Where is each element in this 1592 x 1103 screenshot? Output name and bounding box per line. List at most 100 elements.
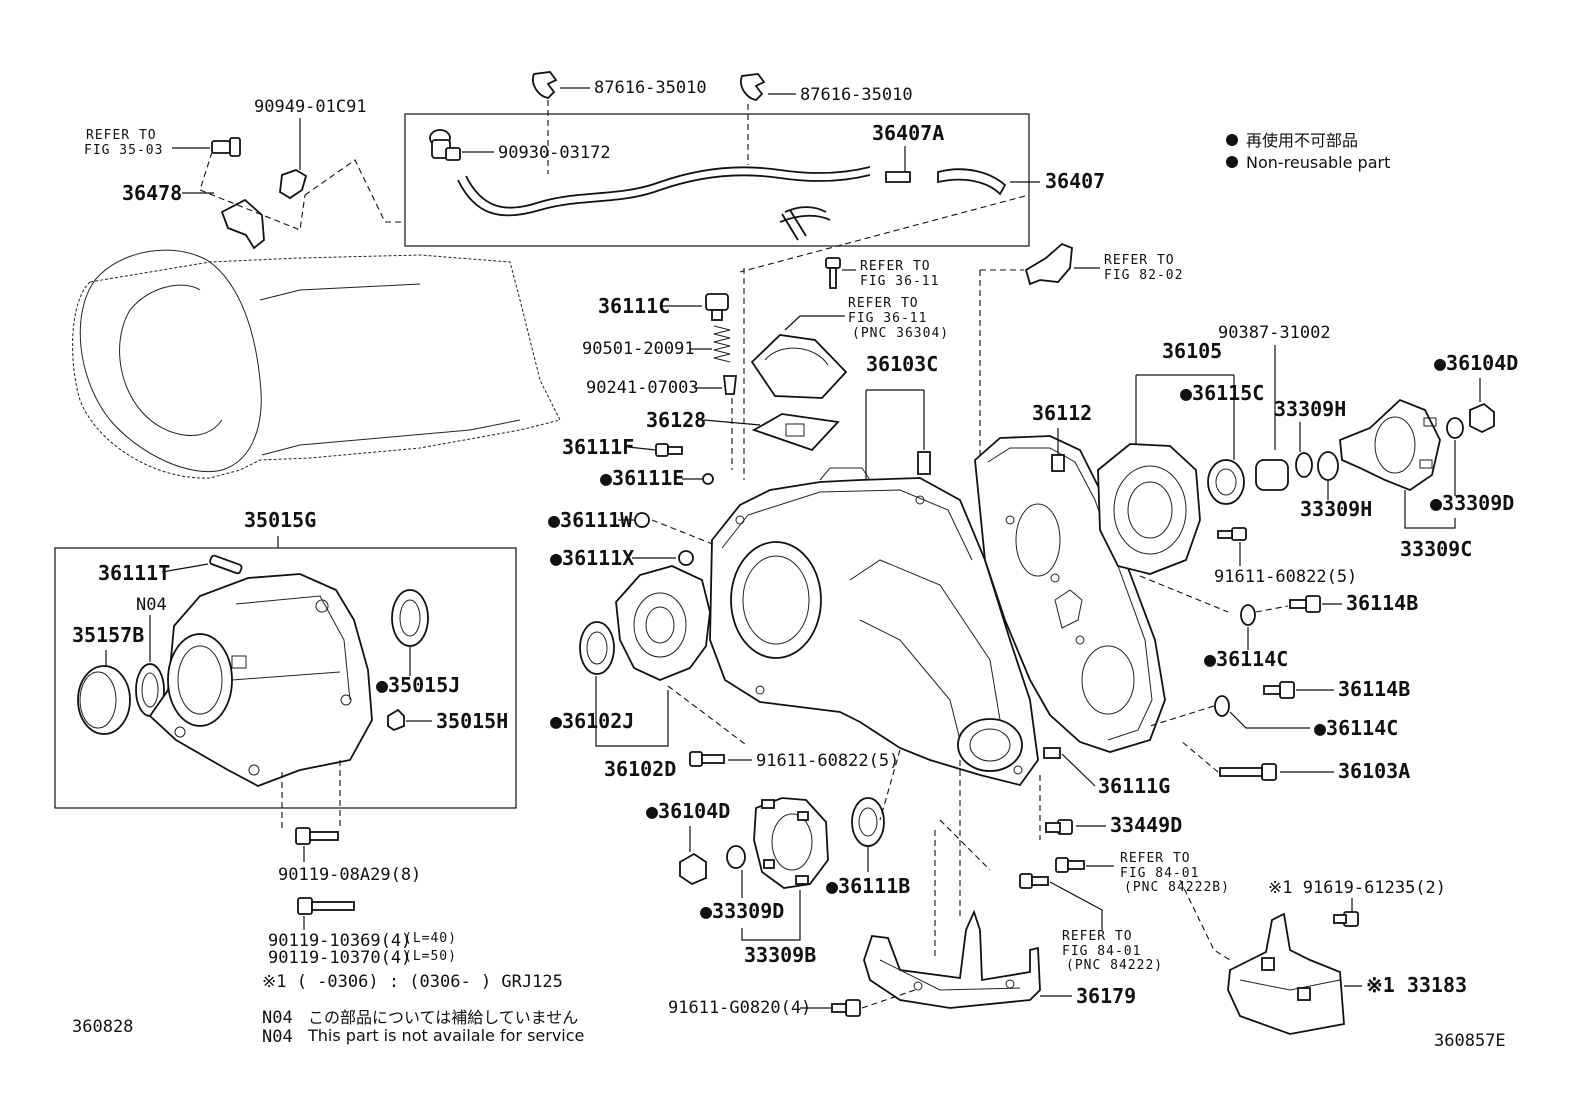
n04-code-jp: N04 <box>262 1008 293 1028</box>
part-36112[interactable]: 36112 <box>1032 401 1092 425</box>
cap-35157B-icon <box>77 665 131 735</box>
part-35157B[interactable]: 35157B <box>72 623 144 647</box>
n04-code-en: N04 <box>262 1027 293 1047</box>
part-33309H-b[interactable]: 33309H <box>1300 497 1372 521</box>
part-35015H[interactable]: 35015H <box>436 709 508 733</box>
part-90501-20091[interactable]: 90501-20091 <box>582 339 695 359</box>
bolt-icon <box>297 897 355 915</box>
svg-text:(PNC 84222B): (PNC 84222B) <box>1124 880 1230 895</box>
part-36104D-b[interactable]: ●36104D <box>646 799 730 823</box>
part-33309H-a[interactable]: 33309H <box>1274 397 1346 421</box>
part-91611-G0820[interactable]: 91611-G0820(4) <box>668 998 811 1018</box>
part-33309B[interactable]: 33309B <box>744 943 816 967</box>
svg-text:FIG 84-01: FIG 84-01 <box>1120 866 1199 881</box>
part-90949-01C91[interactable]: 90949-01C91 <box>254 97 367 117</box>
part-90930-03172[interactable]: 90930-03172 <box>498 143 611 163</box>
oil-seal-36102J-icon <box>579 621 615 675</box>
part-36105[interactable]: 36105 <box>1162 339 1222 363</box>
part-36114B-a[interactable]: 36114B <box>1346 591 1418 615</box>
plug-icon <box>387 708 405 732</box>
adapter-housing-35015G <box>148 573 373 787</box>
part-36111C[interactable]: 36111C <box>598 294 670 318</box>
part-36407[interactable]: 36407 <box>1045 169 1105 193</box>
bolt-icon <box>1219 763 1277 781</box>
seal-ring-icon <box>1317 451 1339 481</box>
part-33309C[interactable]: 33309C <box>1400 537 1472 561</box>
refer-fig-36-11-b[interactable]: REFER TO FIG 36-11 (PNC 36304) <box>848 296 949 341</box>
part-91611-60822-b[interactable]: 91611-60822(5) <box>756 751 899 771</box>
part-91619-61235[interactable]: ※1 91619-61235(2) <box>1268 878 1446 898</box>
part-36111G[interactable]: 36111G <box>1098 774 1170 798</box>
washer-icon <box>1446 417 1464 439</box>
svg-text:REFER TO: REFER TO <box>848 296 919 311</box>
part-36115C[interactable]: ●36115C <box>1180 381 1264 405</box>
part-33309D-b[interactable]: ●33309D <box>700 899 784 923</box>
part-36478[interactable]: 36478 <box>122 181 182 205</box>
bolt-icon <box>831 999 861 1017</box>
extension-housing-36102D <box>615 565 711 681</box>
part-36128[interactable]: 36128 <box>646 408 706 432</box>
spring-icon <box>713 325 731 363</box>
refer-fig-82-02[interactable]: REFER TO FIG 82-02 <box>1104 253 1183 283</box>
part-36114C-b[interactable]: ●36114C <box>1314 716 1398 740</box>
refer-fig-36-11-a[interactable]: REFER TO FIG 36-11 <box>860 259 939 289</box>
bolt-icon <box>295 827 339 845</box>
part-N04[interactable]: N04 <box>136 595 167 615</box>
svg-text:Non-reusable part: Non-reusable part <box>1246 153 1390 172</box>
part-87616-35010-a[interactable]: 87616-35010 <box>594 78 707 98</box>
part-36114C-a[interactable]: ●36114C <box>1204 647 1288 671</box>
part-90241-07003[interactable]: 90241-07003 <box>586 378 699 398</box>
skid-plate-36179 <box>863 909 1041 1009</box>
part-36111X[interactable]: ●36111X <box>550 546 634 570</box>
part-33183[interactable]: ※1 33183 <box>1366 973 1467 997</box>
figure-id-right: 360857E <box>1434 1031 1506 1051</box>
washer-icon <box>1214 695 1230 717</box>
transmission-outline <box>72 249 561 479</box>
length-note-50: (L=50) <box>404 949 457 964</box>
seal-ring-icon <box>678 550 694 566</box>
hose-assembly-box <box>404 113 1030 247</box>
part-90119-10370[interactable]: 90119-10370(4) <box>268 948 411 968</box>
part-36179[interactable]: 36179 <box>1076 984 1136 1008</box>
part-35015G[interactable]: 35015G <box>244 508 316 532</box>
refer-fig-84-01-a[interactable]: REFER TO FIG 84-01 (PNC 84222B) <box>1120 851 1230 895</box>
part-36114B-b[interactable]: 36114B <box>1338 677 1410 701</box>
part-36111E[interactable]: ●36111E <box>600 466 684 490</box>
washer-icon <box>702 473 714 485</box>
refer-fig-84-01-b[interactable]: REFER TO FIG 84-01 (PNC 84222) <box>1062 929 1163 973</box>
n04-note-en: This part is not availale for service <box>307 1026 584 1045</box>
bracket-icon <box>1024 242 1073 286</box>
part-36103A[interactable]: 36103A <box>1338 759 1410 783</box>
companion-flange-icon <box>1339 398 1441 492</box>
part-33449D[interactable]: 33449D <box>1110 813 1182 837</box>
part-90119-08A29[interactable]: 90119-08A29(8) <box>278 865 421 885</box>
pin-icon <box>1043 747 1061 759</box>
part-36102J[interactable]: ●36102J <box>550 709 634 733</box>
figure-id-left: 360828 <box>72 1017 133 1037</box>
bolt-icon <box>1019 873 1049 889</box>
part-33309D-a[interactable]: ●33309D <box>1430 491 1514 515</box>
rear-cover-36105 <box>1097 443 1201 575</box>
bolt-icon <box>1045 819 1073 835</box>
part-36103C[interactable]: 36103C <box>866 352 938 376</box>
clamp-87616-a <box>532 71 558 99</box>
part-36111B[interactable]: ●36111B <box>826 874 910 898</box>
pin-icon <box>1051 454 1065 472</box>
part-36102D[interactable]: 36102D <box>604 757 676 781</box>
part-36104D-a[interactable]: ●36104D <box>1434 351 1518 375</box>
part-90119-10369[interactable]: 90119-10369(4) <box>268 931 411 951</box>
bolt-icon <box>1263 681 1295 699</box>
bolt-icon <box>211 137 241 157</box>
part-36111F[interactable]: 36111F <box>562 435 634 459</box>
bearing-36115C-icon <box>1207 459 1245 505</box>
part-87616-35010-b[interactable]: 87616-35010 <box>800 85 913 105</box>
part-36111T[interactable]: 36111T <box>98 561 170 585</box>
footnote-star: ※1 ( -0306) : (0306- ) GRJ125 <box>262 972 563 992</box>
part-35015J[interactable]: ●35015J <box>376 673 460 697</box>
part-90387-31002[interactable]: 90387-31002 <box>1218 323 1331 343</box>
part-91611-60822-a[interactable]: 91611-60822(5) <box>1214 567 1357 587</box>
svg-text:FIG 36-11: FIG 36-11 <box>860 274 939 289</box>
svg-text:(PNC 84222): (PNC 84222) <box>1066 958 1163 973</box>
refer-fig-35-03[interactable]: REFER TO FIG 35-03 <box>84 128 163 158</box>
part-36407A[interactable]: 36407A <box>872 121 944 145</box>
